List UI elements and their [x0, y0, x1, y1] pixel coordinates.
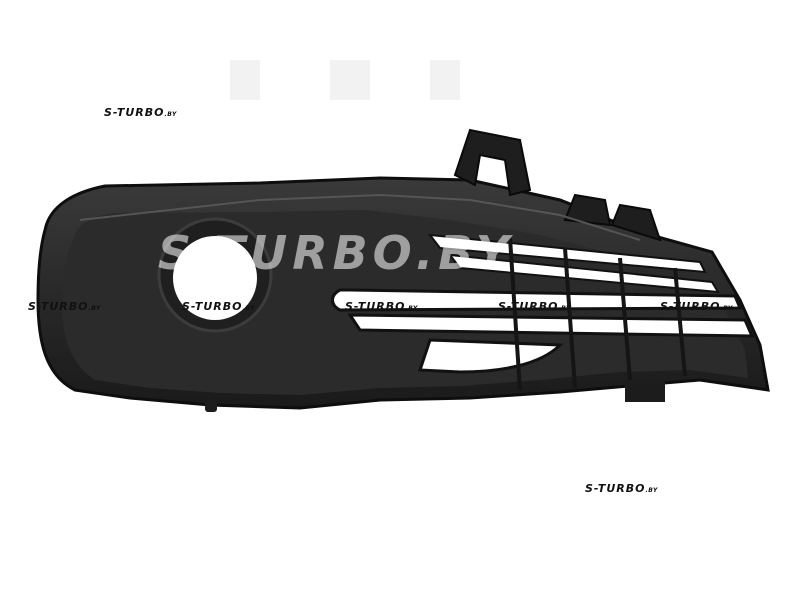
mounting-brackets	[453, 128, 662, 242]
grille-ribs	[508, 237, 687, 391]
watermark-mid-center-left: S-TURBO.BY	[182, 300, 255, 313]
top-rail	[79, 193, 641, 241]
watermark-mid-center: S-TURBO.BY	[345, 300, 418, 313]
watermark-bottom-right: S-TURBO.BY	[585, 482, 658, 495]
fog-lamp-hole	[173, 236, 257, 320]
watermark-mid-left: S-TURBO.BY	[28, 300, 101, 313]
grille-slots	[331, 233, 755, 374]
watermark-top-left: S-TURBO.BY	[104, 106, 177, 119]
watermark-mid-center-right: S-TURBO.BY	[498, 300, 571, 313]
background-shadows	[230, 60, 460, 100]
watermark-mid-right: S-TURBO.BY	[660, 300, 733, 313]
watermark-large: S-TURBO.BY	[158, 226, 515, 280]
bottom-clips	[205, 380, 665, 412]
